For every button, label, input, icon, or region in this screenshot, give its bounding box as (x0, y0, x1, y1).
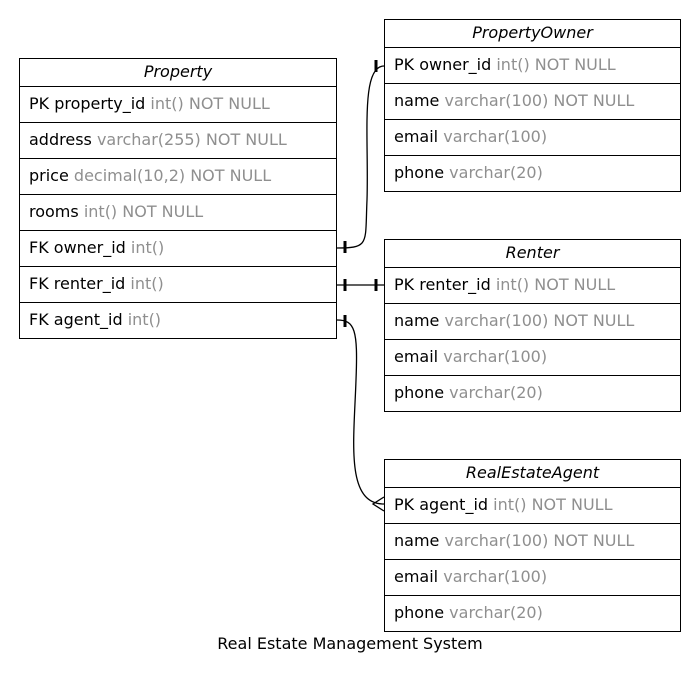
field-type: varchar(100) (443, 347, 548, 366)
field-type: int() NOT NULL (150, 94, 270, 113)
field-name: price (29, 166, 69, 185)
field-owner-id-pk[interactable]: PK owner_id int() NOT NULL (385, 48, 680, 84)
field-type: varchar(20) (449, 163, 543, 182)
field-name: email (394, 347, 439, 366)
field-type: varchar(20) (449, 383, 543, 402)
field-name[interactable]: name varchar(100) NOT NULL (385, 524, 680, 560)
field-type: int() (130, 274, 164, 293)
entity-property-owner[interactable]: PropertyOwner PK owner_id int() NOT NULL… (384, 19, 681, 192)
field-name: phone (394, 603, 445, 622)
field-phone[interactable]: phone varchar(20) (385, 376, 680, 412)
field-name: PK agent_id (394, 495, 489, 514)
field-name: PK property_id (29, 94, 146, 113)
field-type: int() (127, 310, 162, 329)
connector-line (336, 319, 385, 505)
field-type: varchar(100) (443, 567, 548, 586)
field-property-id[interactable]: PK property_id int() NOT NULL (20, 87, 336, 123)
field-name: name (394, 531, 440, 550)
field-agent-id-fk[interactable]: FK agent_id int() (20, 303, 336, 339)
field-phone[interactable]: phone varchar(20) (385, 596, 680, 632)
field-phone[interactable]: phone varchar(20) (385, 156, 680, 192)
field-name[interactable]: name varchar(100) NOT NULL (385, 304, 680, 340)
entity-real-estate-agent[interactable]: RealEstateAgent PK agent_id int() NOT NU… (384, 459, 681, 632)
field-type: varchar(255) NOT NULL (96, 130, 287, 149)
field-name: rooms (29, 202, 79, 221)
relationship-renter (337, 279, 384, 291)
field-name: email (394, 127, 439, 146)
entity-title: RealEstateAgent (385, 460, 680, 488)
field-rooms[interactable]: rooms int() NOT NULL (20, 195, 336, 231)
field-name: email (394, 567, 439, 586)
entity-property[interactable]: Property PK property_id int() NOT NULL a… (19, 58, 337, 339)
crows-foot-many-marker (371, 496, 385, 512)
relationship-owner (336, 60, 385, 253)
field-type: int() NOT NULL (496, 55, 616, 74)
field-renter-id-pk[interactable]: PK renter_id int() NOT NULL (385, 268, 680, 304)
field-name: phone (394, 163, 445, 182)
field-agent-id-pk[interactable]: PK agent_id int() NOT NULL (385, 488, 680, 524)
field-name: FK agent_id (29, 310, 123, 329)
field-email[interactable]: email varchar(100) (385, 120, 680, 156)
field-type: varchar(100) NOT NULL (444, 531, 635, 550)
diagram-caption: Real Estate Management System (217, 634, 483, 653)
field-name: FK renter_id (29, 274, 126, 293)
entity-title: Property (20, 59, 336, 87)
field-name: FK owner_id (29, 238, 126, 257)
connector-line (336, 65, 385, 249)
field-name: phone (394, 383, 445, 402)
entity-renter[interactable]: Renter PK renter_id int() NOT NULL name … (384, 239, 681, 412)
field-type: varchar(100) NOT NULL (444, 91, 635, 110)
field-type: int() NOT NULL (495, 275, 616, 294)
field-name: name (394, 311, 440, 330)
field-type: varchar(100) NOT NULL (444, 311, 635, 330)
field-type: varchar(100) (443, 127, 548, 146)
field-owner-id-fk[interactable]: FK owner_id int() (20, 231, 336, 267)
field-name: PK owner_id (394, 55, 492, 74)
field-type: int() NOT NULL (83, 202, 204, 221)
field-name: address (29, 130, 92, 149)
field-address[interactable]: address varchar(255) NOT NULL (20, 123, 336, 159)
field-name: PK renter_id (394, 275, 491, 294)
field-type: varchar(20) (449, 603, 543, 622)
field-email[interactable]: email varchar(100) (385, 340, 680, 376)
field-type: int() NOT NULL (493, 495, 613, 514)
field-type: int() (130, 238, 165, 257)
field-name[interactable]: name varchar(100) NOT NULL (385, 84, 680, 120)
field-renter-id-fk[interactable]: FK renter_id int() (20, 267, 336, 303)
field-type: decimal(10,2) NOT NULL (73, 166, 272, 185)
field-email[interactable]: email varchar(100) (385, 560, 680, 596)
field-price[interactable]: price decimal(10,2) NOT NULL (20, 159, 336, 195)
field-name: name (394, 91, 440, 110)
entity-title: Renter (385, 240, 680, 268)
entity-title: PropertyOwner (385, 20, 680, 48)
relationship-agent (336, 315, 385, 512)
